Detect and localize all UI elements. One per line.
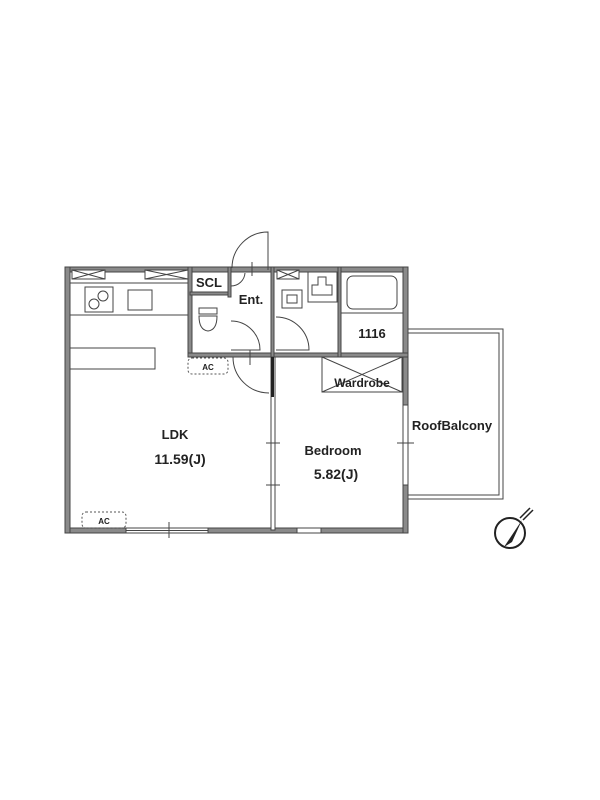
ldk-size: 11.59(J) (154, 451, 205, 467)
kitchen-counter (69, 282, 189, 370)
entrance-label: Ent. (239, 292, 264, 307)
washbasin-icon (281, 289, 303, 309)
bedroom-label: Bedroom (304, 443, 361, 458)
north-arrow-icon (494, 507, 534, 549)
scl-label: SCL (196, 275, 222, 290)
ac-unit: AC AC (81, 357, 229, 529)
doors (230, 231, 310, 394)
roof-balcony: RoofBalcony (404, 328, 504, 500)
wardrobe: Wardrobe (321, 356, 403, 393)
bedroom-size: 5.82(J) (314, 466, 358, 482)
kitchen-island (69, 347, 156, 370)
washer-icon (307, 271, 338, 303)
svg-text:AC: AC (202, 363, 214, 372)
balcony-label: RoofBalcony (412, 418, 493, 433)
wardrobe-label: Wardrobe (334, 376, 390, 390)
svg-text:AC: AC (98, 517, 110, 526)
bath-label: 1116 (358, 326, 386, 341)
ldk-label: LDK (162, 427, 189, 442)
toilet-icon (198, 307, 218, 332)
bathtub-icon (340, 271, 404, 314)
sink-icon (127, 289, 153, 311)
